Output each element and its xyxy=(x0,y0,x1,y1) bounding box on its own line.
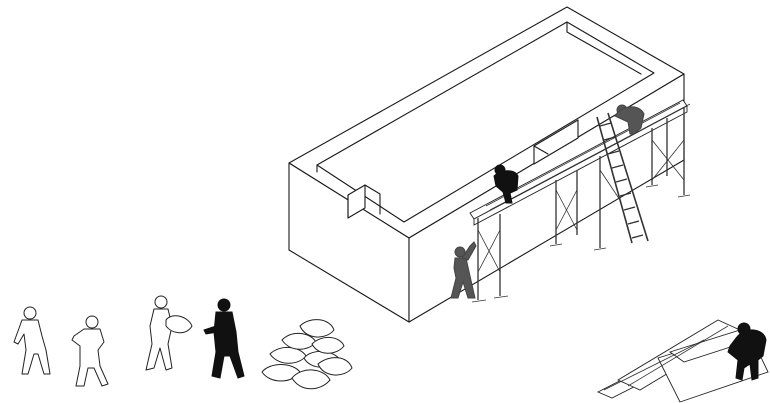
worker-outline-icon xyxy=(14,307,50,374)
worker-outline-icon xyxy=(146,296,192,370)
sandbag-pile-icon xyxy=(262,320,352,389)
worker-outline-icon xyxy=(72,316,108,386)
worker-silhouette-icon xyxy=(204,299,244,378)
